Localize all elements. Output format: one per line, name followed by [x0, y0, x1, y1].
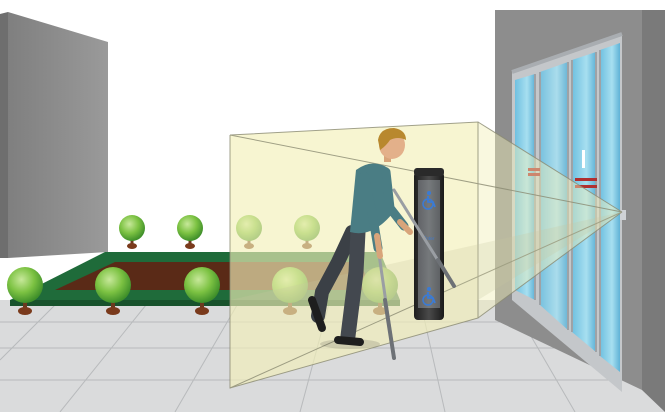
tree [119, 215, 145, 249]
tree [177, 215, 203, 249]
door-handle [582, 150, 585, 168]
left-wall [0, 12, 108, 258]
